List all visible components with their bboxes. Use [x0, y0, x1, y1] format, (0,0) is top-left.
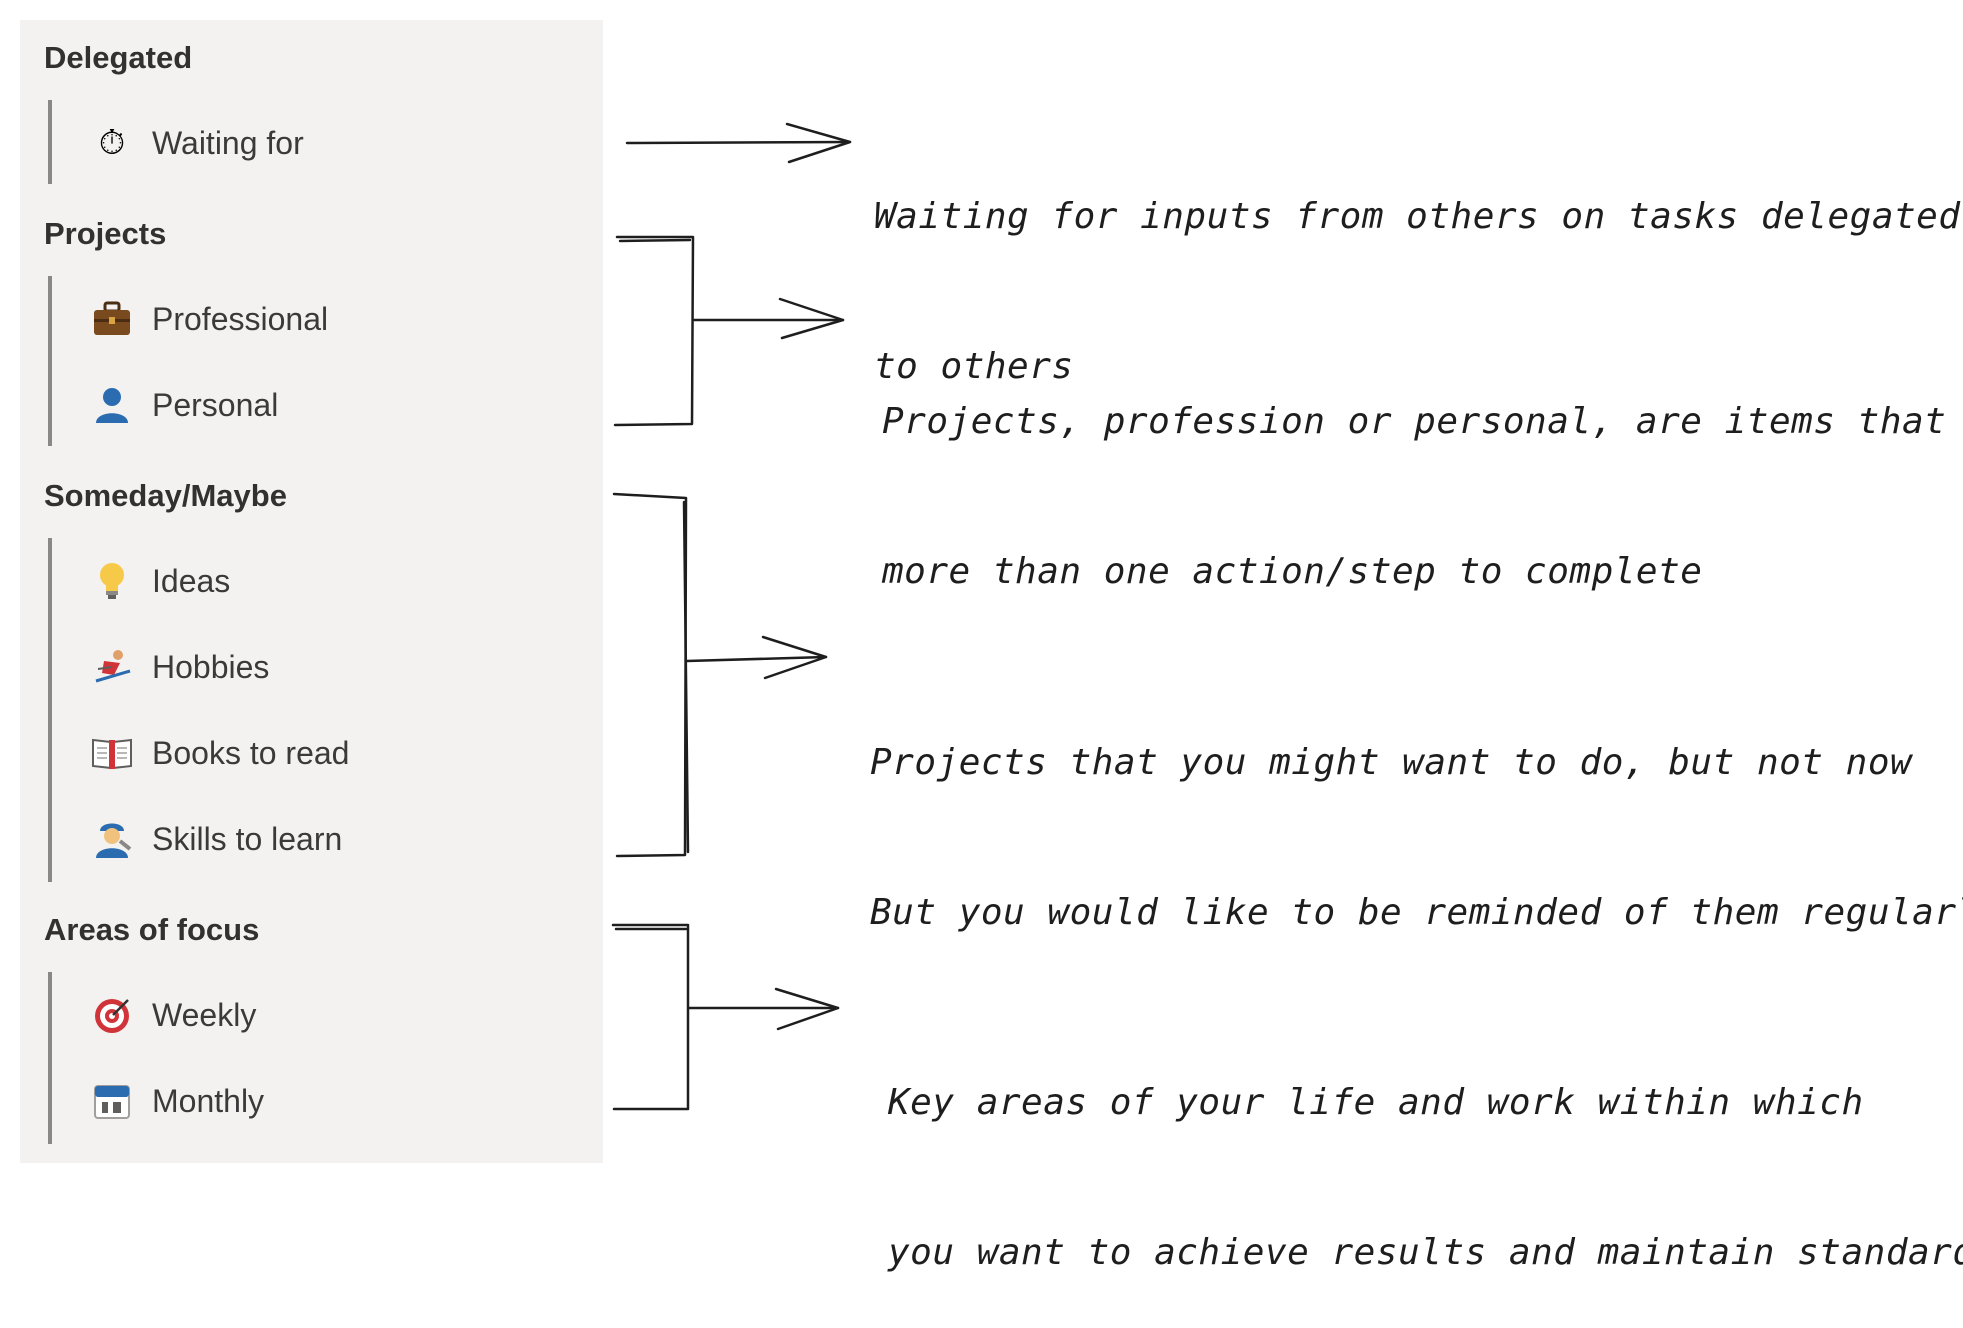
sidebar-item-ideas[interactable]: Ideas — [90, 538, 230, 624]
bracket-someday-maybe — [612, 492, 690, 858]
person-icon — [90, 383, 134, 427]
open-book-icon — [90, 731, 134, 775]
sidebar-item-skills-to-learn[interactable]: Skills to learn — [90, 796, 342, 882]
sidebar-item-label: Personal — [152, 386, 279, 423]
lightbulb-icon — [90, 559, 134, 603]
section-heading-someday-maybe: Someday/Maybe — [44, 478, 287, 513]
annotation-line: But you would like to be reminded of the… — [870, 892, 1963, 933]
annotation-delegated: Waiting for inputs from others on tasks … — [874, 92, 1961, 442]
arrow-someday-maybe — [685, 635, 828, 680]
sidebar-item-professional[interactable]: Professional — [90, 276, 328, 362]
annotation-line: to others — [874, 346, 1074, 387]
annotation-areas-of-focus: Key areas of your life and work within w… — [888, 978, 1963, 1328]
group-divider — [48, 276, 52, 446]
bracket-areas-of-focus — [611, 923, 690, 1111]
annotation-line: Waiting for inputs from others on tasks … — [874, 196, 1961, 237]
sidebar-item-label: Professional — [152, 300, 329, 337]
mechanic-icon — [90, 817, 134, 861]
arrow-areas-of-focus — [687, 987, 840, 1031]
sidebar-item-label: Hobbies — [152, 648, 270, 685]
sidebar-item-label: Books to read — [152, 734, 350, 771]
sidebar-item-label: Weekly — [152, 996, 257, 1033]
group-divider — [48, 100, 52, 184]
annotation-line: Key areas of your life and work within w… — [888, 1082, 1864, 1123]
sidebar-item-label: Skills to learn — [152, 820, 343, 857]
annotation-line: Projects, profession or personal, are it… — [882, 401, 1963, 442]
briefcase-icon — [90, 297, 134, 341]
sidebar-item-monthly[interactable]: Monthly — [90, 1058, 264, 1144]
annotation-line: more than one action/step to complete — [882, 551, 1703, 592]
arrow-delegated — [625, 122, 852, 164]
arrow-projects — [691, 297, 845, 340]
sidebar-item-label: Monthly — [152, 1082, 265, 1119]
group-divider — [48, 538, 52, 882]
connector-layer — [611, 122, 852, 1111]
calendar-icon — [90, 1079, 134, 1123]
section-heading-areas-of-focus: Areas of focus — [44, 912, 260, 947]
sidebar-item-weekly[interactable]: Weekly — [90, 972, 256, 1058]
sidebar-panel: Delegated ⏱ Waiting for Projects Profess… — [20, 20, 603, 1163]
stopwatch-icon: ⏱ — [98, 123, 126, 163]
group-divider — [48, 972, 52, 1144]
target-icon — [90, 993, 134, 1037]
sidebar-item-books-to-read[interactable]: Books to read — [90, 710, 349, 796]
sidebar-item-waiting-for[interactable]: ⏱ Waiting for — [90, 100, 304, 186]
annotation-someday-maybe: Projects that you might want to do, but … — [870, 638, 1963, 988]
sidebar-item-personal[interactable]: Personal — [90, 362, 278, 448]
skier-icon — [90, 645, 134, 689]
section-heading-projects: Projects — [44, 216, 167, 251]
annotation-line: Projects that you might want to do, but … — [870, 742, 1913, 783]
section-heading-delegated: Delegated — [44, 40, 193, 75]
annotation-projects: Projects, profession or personal, are it… — [882, 297, 1963, 647]
sidebar-item-label: Ideas — [152, 562, 231, 599]
sidebar-item-label: Waiting for — [152, 124, 304, 161]
sidebar-item-hobbies[interactable]: Hobbies — [90, 624, 269, 710]
bracket-projects — [613, 235, 695, 427]
annotation-line: you want to achieve results and maintain… — [888, 1232, 1963, 1273]
